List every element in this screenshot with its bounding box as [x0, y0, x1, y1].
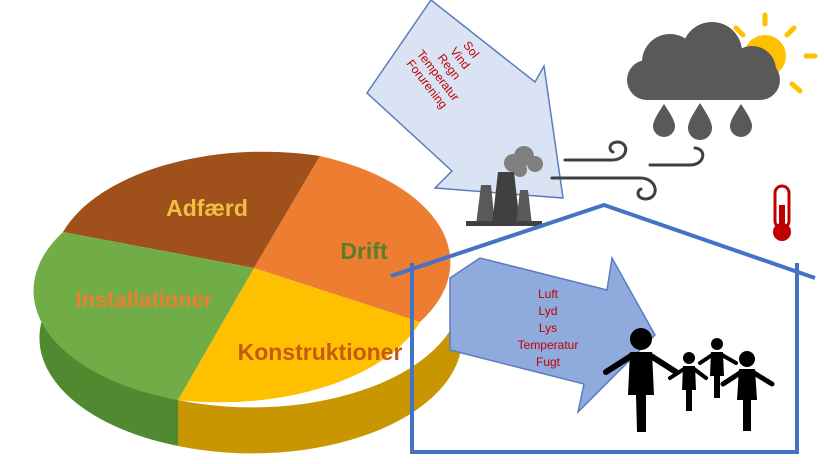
indoor-factor-lys: Lys [539, 321, 557, 335]
person-child-left [668, 352, 708, 411]
indoor-arrow: Luft Lyd Lys Temperatur Fugt [449, 255, 656, 415]
house-outline [390, 202, 816, 454]
person-adult-right [720, 351, 775, 431]
person-child-middle [698, 338, 738, 398]
pie-chart: Adfærd Drift Konstruktioner Installation… [33, 151, 463, 454]
pie-segment-installationer [33, 232, 254, 400]
pie-segment-konstruktioner [178, 268, 420, 403]
thermometer-icon [773, 184, 791, 241]
person-adult-large [603, 328, 679, 432]
indoor-factor-fugt: Fugt [536, 355, 561, 369]
pie-side-konstruktioner [178, 290, 463, 454]
pie-segment-drift [254, 156, 451, 322]
pie-segment-adfaerd [63, 151, 320, 268]
cloud-icon [627, 22, 780, 100]
indoor-factor-lyd: Lyd [539, 304, 558, 318]
indoor-factor-luft: Luft [538, 287, 559, 301]
pie-label-drift: Drift [340, 238, 388, 264]
wind-icon [550, 140, 705, 201]
raindrop-icon [653, 103, 752, 140]
pie-label-adfaerd: Adfærd [166, 195, 248, 221]
outdoor-arrow: Sol Vind Regn Temperatur Forurening [366, 0, 564, 199]
pie-label-installationer: Installationer [76, 287, 213, 312]
people-icon [603, 328, 775, 432]
factory-icon [466, 146, 543, 226]
pie-side-installationer [39, 268, 179, 446]
pie-label-konstruktioner: Konstruktioner [238, 339, 403, 365]
indoor-factor-temperatur: Temperatur [518, 338, 579, 352]
